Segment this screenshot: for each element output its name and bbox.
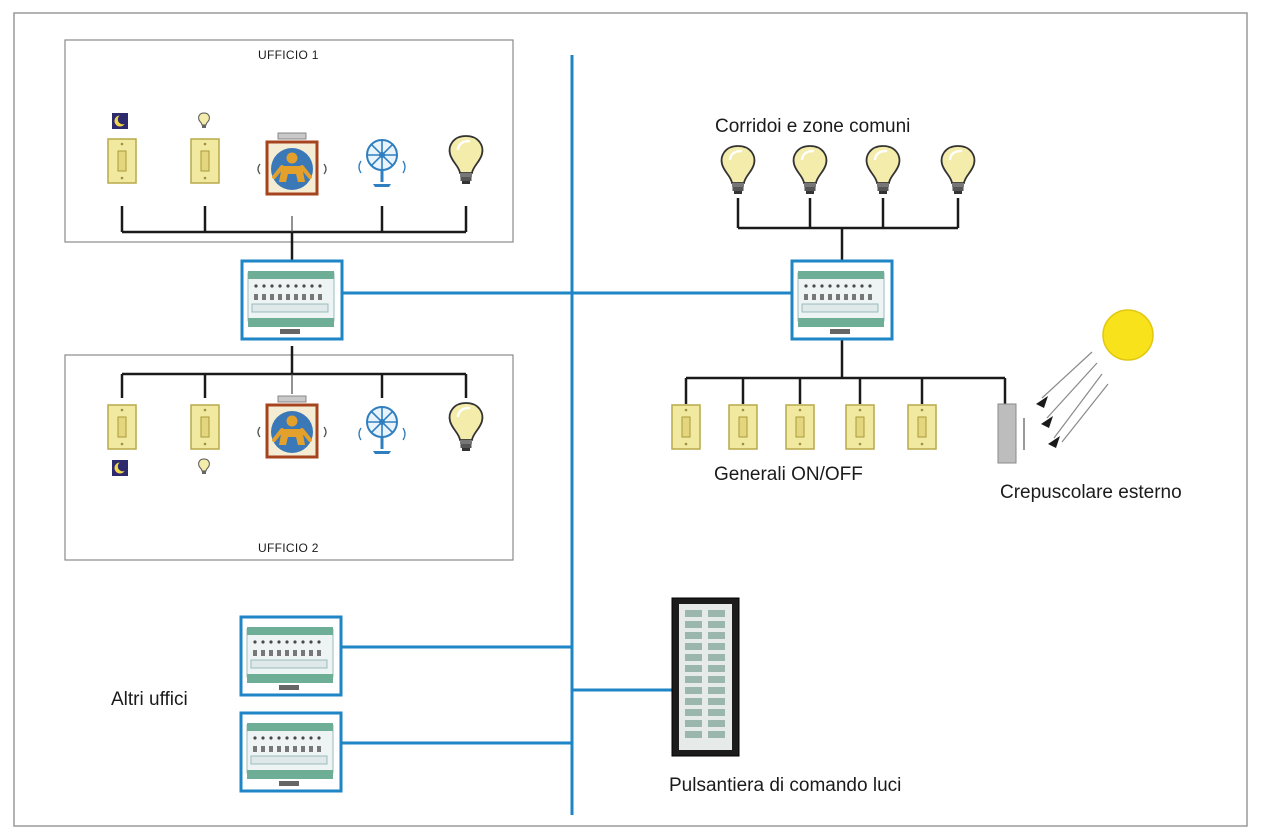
bus-lines xyxy=(340,55,795,815)
actuator-module-other1 xyxy=(239,615,343,697)
fan-icon xyxy=(357,138,407,189)
office2-box xyxy=(64,354,514,561)
general-switches-label: Generali ON/OFF xyxy=(714,464,863,485)
office2-wiring xyxy=(120,346,468,398)
actuator-module-other2 xyxy=(239,711,343,793)
lamp-icon xyxy=(448,401,484,453)
switch-night-icon xyxy=(107,138,137,184)
office1-box xyxy=(64,39,514,243)
general-switch-icon xyxy=(671,404,701,450)
switch-light-icon xyxy=(190,138,220,184)
lamp-icon xyxy=(448,134,484,186)
fan-icon xyxy=(357,405,407,456)
other-offices-label: Altri uffici xyxy=(111,689,188,710)
presence-sensor-icon xyxy=(256,131,328,196)
switch-night-icon xyxy=(107,404,137,450)
office1-title: UFFICIO 1 xyxy=(258,48,319,62)
light-indicator-icon xyxy=(198,458,210,475)
twilight-sensor-label: Crepuscolare esterno xyxy=(1000,482,1182,503)
switch-light-icon xyxy=(190,404,220,450)
office1-wiring xyxy=(120,206,468,262)
office2-title: UFFICIO 2 xyxy=(258,541,319,555)
actuator-module-office1 xyxy=(240,259,344,341)
corridor-lamp-icon xyxy=(865,144,901,196)
corridor-lamp-icon xyxy=(792,144,828,196)
general-switch-icon xyxy=(728,404,758,450)
general-wiring xyxy=(684,337,1007,404)
twilight-sensor-icon xyxy=(997,403,1025,464)
corridors-label: Corridoi e zone comuni xyxy=(715,116,911,137)
light-indicator-icon xyxy=(198,112,210,129)
corridor-lamp-icon xyxy=(720,144,756,196)
actuator-module-corridors xyxy=(790,259,894,341)
corridor-lamp-icon xyxy=(940,144,976,196)
sun-icon xyxy=(1036,309,1154,448)
general-switch-icon xyxy=(907,404,937,450)
night-mode-icon xyxy=(112,460,128,476)
night-mode-icon xyxy=(112,113,128,129)
push-panel-icon xyxy=(671,597,740,757)
push-panel-label: Pulsantiera di comando luci xyxy=(669,775,902,796)
presence-sensor-icon xyxy=(256,394,328,459)
general-switch-icon xyxy=(845,404,875,450)
general-switch-icon xyxy=(785,404,815,450)
corridor-wiring xyxy=(736,198,960,262)
